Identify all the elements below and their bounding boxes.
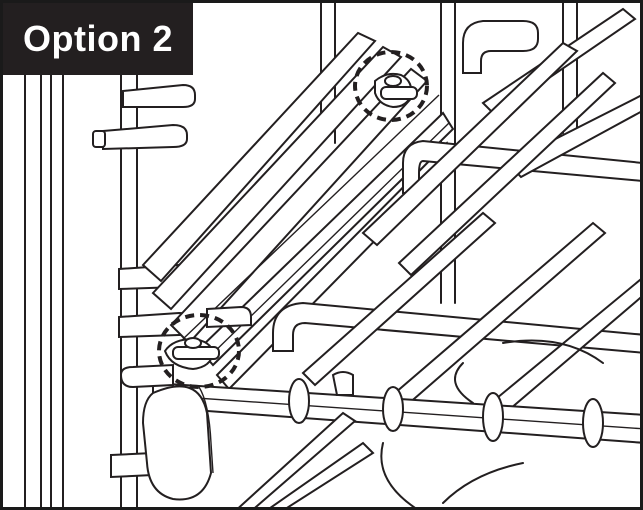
option-label-box: Option 2 bbox=[3, 3, 193, 75]
upper-clip-highlight bbox=[353, 50, 429, 122]
tub-floor-curves bbox=[238, 339, 604, 507]
rail-hooks bbox=[288, 371, 604, 448]
lower-clip bbox=[163, 305, 252, 371]
lower-clip-highlight bbox=[157, 313, 241, 389]
mid-rods bbox=[272, 211, 640, 417]
rack-roller bbox=[119, 363, 214, 501]
dishwasher-rack-illustration bbox=[24, 3, 640, 507]
upper-clip bbox=[374, 72, 418, 109]
option-label: Option 2 bbox=[23, 18, 173, 59]
upper-tines bbox=[361, 7, 640, 277]
